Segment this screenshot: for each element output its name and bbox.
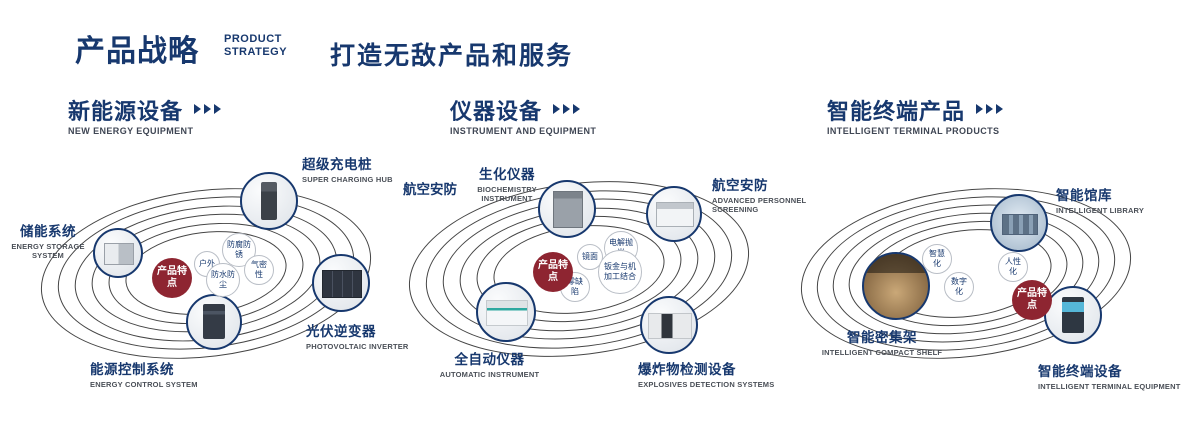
- product-photo-explosives-detection: [640, 296, 698, 354]
- equipment-silhouette: [656, 201, 694, 228]
- product-name-en: EXPLOSIVES DETECTION SYSTEMS: [638, 380, 775, 389]
- equipment-silhouette: [1001, 214, 1039, 235]
- product-label-super-charging-hub: 超级充电桩 SUPER CHARGING HUB: [302, 153, 422, 184]
- equipment-silhouette: [552, 190, 584, 229]
- product-label-terminal-equipment: 智能终端设备 INTELLIGENT TERMINAL EQUIPMENT: [1038, 360, 1198, 391]
- slogan: 打造无敌产品和服务: [330, 42, 574, 70]
- section-title: 仪器设备: [450, 99, 543, 124]
- equipment-silhouette: [485, 299, 529, 327]
- section-subtitle: NEW ENERGY EQUIPMENT: [68, 126, 194, 136]
- product-photo-energy-storage: [93, 228, 143, 278]
- equipment-silhouette: [648, 313, 692, 339]
- section-header-new-energy: 新能源设备: [68, 94, 222, 126]
- product-name-en: INTELLIGENT LIBRARY: [1056, 206, 1145, 215]
- product-name: 能源控制系统: [90, 362, 174, 377]
- feature-bubble: 钣金与机加工结合: [598, 250, 642, 294]
- product-label-explosives-detection: 爆炸物检测设备 EXPLOSIVES DETECTION SYSTEMS: [638, 358, 788, 389]
- label-aviation-security: 航空安防: [403, 182, 457, 197]
- section-header-instrument: 仪器设备: [450, 94, 581, 126]
- feature-center-badge: 产品特点: [1012, 280, 1052, 320]
- product-photo-energy-control-system: [186, 294, 242, 350]
- triple-chevron-icon: [973, 101, 1004, 119]
- product-name-en: INTELLIGENT TERMINAL EQUIPMENT: [1038, 382, 1181, 391]
- product-name-en: ENERGY STORAGE SYSTEM: [11, 242, 85, 260]
- product-name: 智能终端设备: [1038, 364, 1122, 379]
- product-photo-terminal-equipment: [1044, 286, 1102, 344]
- equipment-silhouette: [864, 254, 928, 274]
- product-photo-biochemistry-instrument: [538, 180, 596, 238]
- product-name-en: AUTOMATIC INSTRUMENT: [439, 370, 540, 379]
- feature-bubble: 人性化: [998, 252, 1028, 282]
- page-title-en-line2: STRATEGY: [224, 45, 288, 58]
- section-title: 新能源设备: [68, 99, 184, 124]
- product-label-compact-shelf: 智能密集架 INTELLIGENT COMPACT SHELF: [818, 326, 946, 357]
- page-title: 产品战略: [75, 35, 199, 68]
- product-photo-personnel-screening: [646, 186, 702, 242]
- product-label-photovoltaic-inverter: 光伏逆变器 PHOTOVOLTAIC INVERTER: [306, 320, 426, 351]
- product-name: 爆炸物检测设备: [638, 362, 736, 377]
- section-title: 智能终端产品: [827, 99, 966, 124]
- product-name: 航空安防: [712, 178, 768, 193]
- product-label-energy-control-system: 能源控制系统 ENERGY CONTROL SYSTEM: [90, 358, 220, 389]
- equipment-silhouette: [202, 304, 226, 339]
- product-name-en: ENERGY CONTROL SYSTEM: [90, 380, 198, 389]
- equipment-silhouette: [104, 242, 134, 266]
- product-name: 超级充电桩: [302, 157, 372, 172]
- product-label-biochemistry-instrument: 生化仪器 BIOCHEMISTRY INSTRUMENT: [453, 163, 561, 203]
- section-header-intelligent-terminal: 智能终端产品: [827, 94, 1004, 126]
- page-title-en: PRODUCT STRATEGY: [224, 33, 287, 58]
- product-name: 智能密集架: [847, 330, 917, 345]
- section-subtitle: INSTRUMENT AND EQUIPMENT: [450, 126, 597, 136]
- equipment-silhouette: [1062, 296, 1084, 334]
- feature-center-badge: 产品特点: [152, 258, 192, 298]
- product-photo-photovoltaic-inverter: [312, 254, 370, 312]
- product-photo-compact-shelf: [862, 252, 930, 320]
- product-name-en: INTELLIGENT COMPACT SHELF: [821, 348, 943, 357]
- triple-chevron-icon: [191, 101, 222, 119]
- product-name: 光伏逆变器: [306, 324, 376, 339]
- product-name-en: SUPER CHARGING HUB: [302, 175, 393, 184]
- product-label-personnel-screening: 航空安防 ADVANCED PERSONNEL SCREENING: [712, 174, 822, 214]
- feature-bubble: 数字化: [944, 272, 974, 302]
- product-photo-super-charging-hub: [240, 172, 298, 230]
- feature-center-badge: 产品特点: [533, 252, 573, 292]
- feature-bubble: 防水防尘: [206, 263, 240, 297]
- product-photo-intelligent-library: [990, 194, 1048, 252]
- product-label-energy-storage: 储能系统 ENERGY STORAGE SYSTEM: [4, 220, 92, 260]
- triple-chevron-icon: [550, 101, 581, 119]
- product-name-en: BIOCHEMISTRY INSTRUMENT: [477, 185, 537, 203]
- product-label-intelligent-library: 智能馆库 INTELLIGENT LIBRARY: [1056, 184, 1171, 215]
- feature-bubble: 智慧化: [922, 244, 952, 274]
- equipment-silhouette: [261, 181, 277, 221]
- product-name: 储能系统: [20, 224, 76, 239]
- feature-bubble: 气密性: [244, 255, 274, 285]
- product-name: 智能馆库: [1056, 188, 1112, 203]
- product-name-en: PHOTOVOLTAIC INVERTER: [306, 342, 409, 351]
- section-subtitle: INTELLIGENT TERMINAL PRODUCTS: [827, 126, 1000, 136]
- product-name-en: ADVANCED PERSONNEL SCREENING: [712, 196, 807, 214]
- product-label-automatic-instrument: 全自动仪器 AUTOMATIC INSTRUMENT: [432, 348, 547, 379]
- equipment-silhouette: [321, 270, 363, 298]
- page-title-en-line1: PRODUCT: [224, 33, 282, 45]
- product-name: 生化仪器: [479, 167, 535, 182]
- product-name: 全自动仪器: [454, 352, 525, 367]
- product-photo-automatic-instrument: [476, 282, 536, 342]
